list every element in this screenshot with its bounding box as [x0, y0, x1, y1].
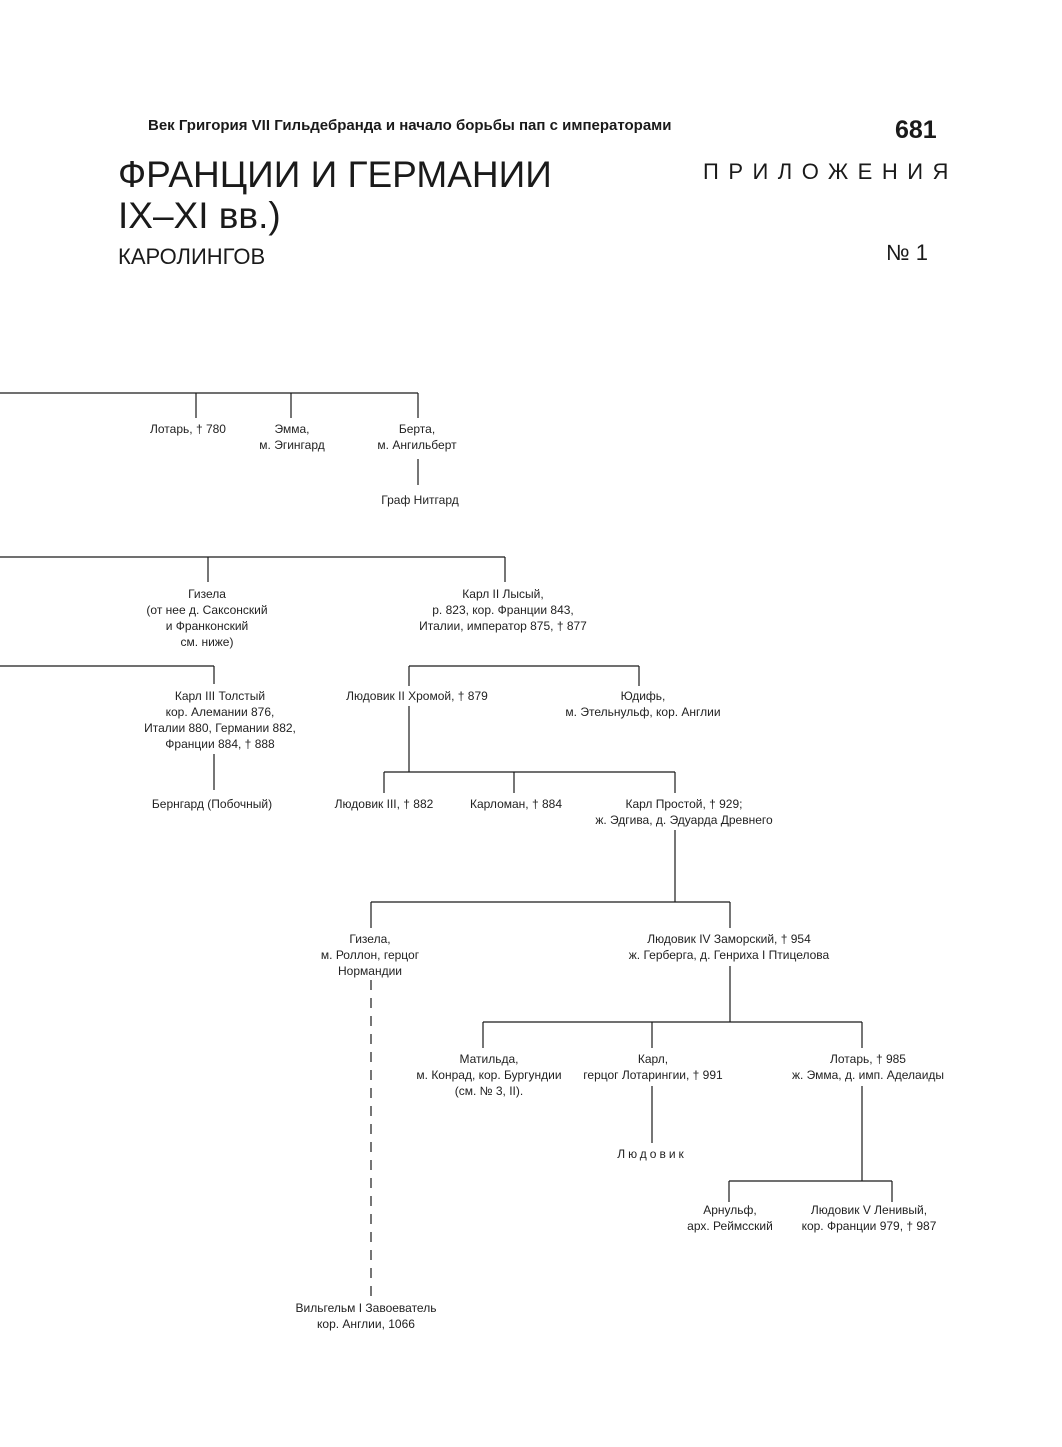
person-louis-iv: Людовик IV Заморский, † 954 ж. Герберга,… [628, 932, 830, 962]
section-label: ПРИЛОЖЕНИЯ [703, 159, 958, 184]
person-charles-the-fat: Карл III Толстый кор. Алемании 876, Итал… [144, 689, 296, 751]
person-gisela-rollo: Гизела, м. Роллон, герцог Нормандии [320, 932, 420, 978]
person-bernard: Бернгард (Побочный) [151, 797, 273, 811]
person-charles-the-bald: Карл II Лысый, р. 823, кор. Франции 843,… [419, 587, 587, 633]
person-charles-the-simple: Карл Простой, † 929; ж. Эдгива, д. Эдуар… [595, 797, 773, 827]
title-line-1: ФРАНЦИИ И ГЕРМАНИИ [118, 154, 552, 195]
person-charles-of-lorraine: Карл, герцог Лотарингии, † 991 [583, 1052, 723, 1082]
running-head: Век Григория VII Гильдебранда и начало б… [148, 117, 672, 134]
person-lothar-780: Лотарь, † 780 [150, 422, 226, 436]
person-louis-iii: Людовик III, † 882 [334, 797, 434, 811]
person-emma: Эмма, м. Эгингард [259, 422, 325, 452]
person-count-nithard: Граф Нитгард [381, 493, 459, 507]
page-number: 681 [895, 116, 937, 144]
person-william-the-conqueror: Вильгельм I Завоеватель кор. Англии, 106… [295, 1301, 437, 1331]
person-matilda: Матильда, м. Конрад, кор. Бургундии (см.… [416, 1052, 562, 1098]
page-subtitle: КАРОЛИНГОВ [118, 244, 266, 269]
person-louis-the-stammerer: Людовик II Хромой, † 879 [346, 689, 488, 703]
person-bertha: Берта, м. Ангильберт [377, 422, 457, 452]
title-line-2: IX–XI вв.) [118, 195, 281, 236]
person-arnulf: Арнульф, арх. Реймсский [687, 1203, 773, 1233]
appendix-number: № 1 [886, 240, 928, 265]
person-lothar-985: Лотарь, † 985 ж. Эмма, д. имп. Аделаиды [791, 1052, 945, 1082]
page-title: ФРАНЦИИ И ГЕРМАНИИ IX–XI вв.) [118, 154, 552, 236]
person-carloman: Карломан, † 884 [470, 797, 562, 811]
person-gisela: Гизела (от нее д. Саксонский и Франконск… [146, 587, 268, 649]
person-louis: Людовик [617, 1147, 687, 1161]
person-louis-v: Людовик V Ленивый, кор. Франции 979, † 9… [801, 1203, 937, 1233]
person-judith: Юдифь, м. Этельнульф, кор. Англии [565, 689, 721, 719]
